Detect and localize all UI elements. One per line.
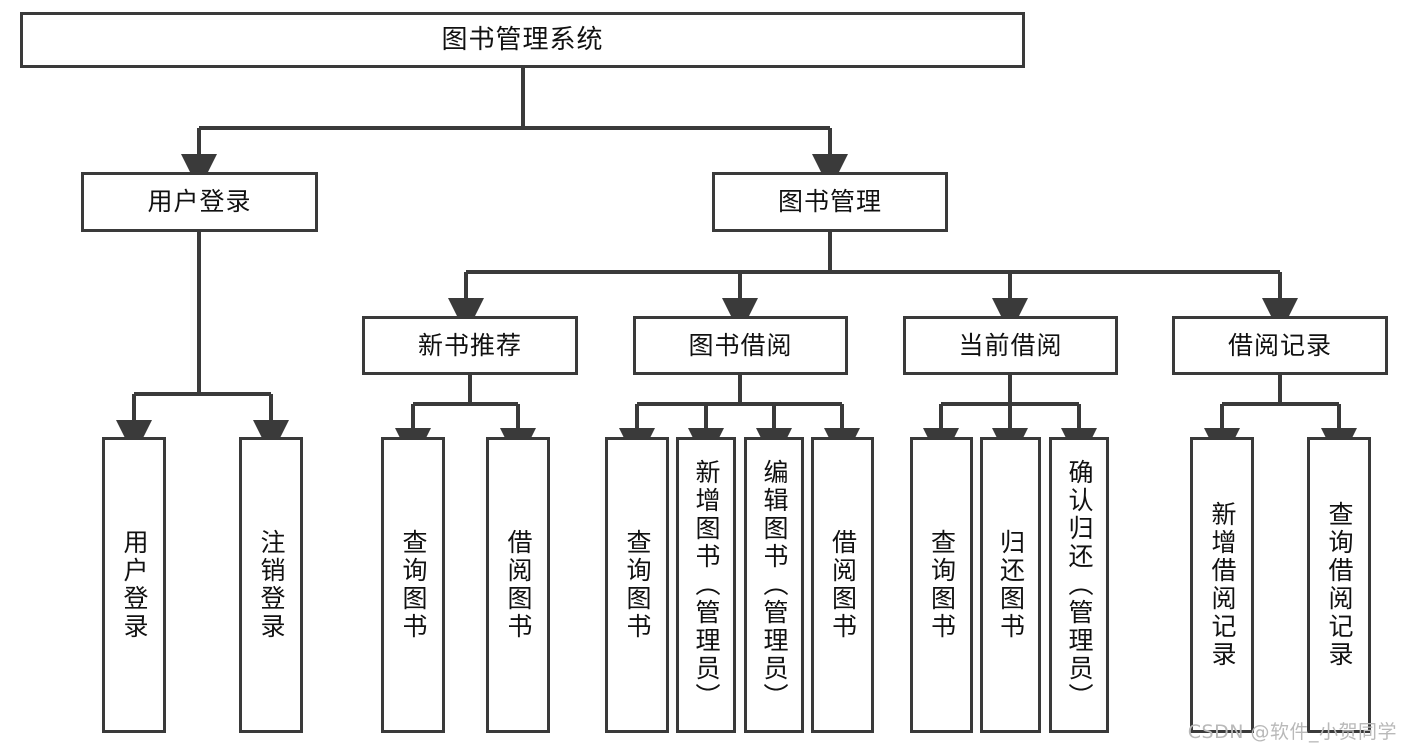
node-label: 新书推荐 bbox=[417, 330, 522, 360]
node-label: 编辑图书（管理员） bbox=[760, 459, 789, 711]
node-label: 借阅图书 bbox=[504, 529, 533, 641]
node-label: 当前借阅 bbox=[958, 330, 1063, 360]
watermark-text: CSDN @软件_小贺同学 bbox=[1187, 721, 1397, 743]
node-current-borrow[interactable]: 当前借阅 bbox=[903, 316, 1118, 375]
node-label: 注销登录 bbox=[257, 529, 286, 641]
node-label: 查询图书 bbox=[623, 529, 652, 641]
node-label: 图书借阅 bbox=[688, 330, 793, 360]
node-label: 查询图书 bbox=[399, 529, 428, 641]
leaf-borrow-add-book[interactable]: 新增图书（管理员） bbox=[676, 437, 736, 733]
leaf-borrow-query-book[interactable]: 查询图书 bbox=[605, 437, 669, 733]
leaf-new-book-borrow[interactable]: 借阅图书 bbox=[486, 437, 550, 733]
node-book-management[interactable]: 图书管理 bbox=[712, 172, 948, 232]
node-label: 新增图书（管理员） bbox=[692, 459, 721, 711]
leaf-current-confirm-return[interactable]: 确认归还（管理员） bbox=[1049, 437, 1109, 733]
node-root-system[interactable]: 图书管理系统 bbox=[20, 12, 1025, 68]
node-label: 新增借阅记录 bbox=[1208, 501, 1237, 669]
node-label: 借阅图书 bbox=[828, 529, 858, 641]
leaf-current-return-book[interactable]: 归还图书 bbox=[980, 437, 1041, 733]
leaf-record-query[interactable]: 查询借阅记录 bbox=[1307, 437, 1371, 733]
node-label: 归还图书 bbox=[996, 529, 1026, 641]
node-label: 图书管理 bbox=[777, 187, 882, 217]
leaf-borrow-edit-book[interactable]: 编辑图书（管理员） bbox=[744, 437, 804, 733]
node-borrow-record[interactable]: 借阅记录 bbox=[1172, 316, 1388, 375]
node-user-login[interactable]: 用户登录 bbox=[81, 172, 318, 232]
node-label: 用户登录 bbox=[120, 529, 149, 641]
node-new-book-recommend[interactable]: 新书推荐 bbox=[362, 316, 578, 375]
node-label: 借阅记录 bbox=[1227, 330, 1332, 360]
node-label: 查询借阅记录 bbox=[1325, 501, 1354, 669]
node-book-borrow[interactable]: 图书借阅 bbox=[633, 316, 848, 375]
node-label: 确认归还（管理员） bbox=[1065, 459, 1094, 711]
node-label: 用户登录 bbox=[147, 187, 252, 217]
leaf-user-login-logout[interactable]: 注销登录 bbox=[239, 437, 303, 733]
leaf-new-book-query[interactable]: 查询图书 bbox=[381, 437, 445, 733]
node-label: 查询图书 bbox=[927, 529, 957, 641]
leaf-current-query-book[interactable]: 查询图书 bbox=[910, 437, 973, 733]
leaf-borrow-borrow-book[interactable]: 借阅图书 bbox=[811, 437, 874, 733]
leaf-user-login-login[interactable]: 用户登录 bbox=[102, 437, 166, 733]
leaf-record-add[interactable]: 新增借阅记录 bbox=[1190, 437, 1254, 733]
node-label: 图书管理系统 bbox=[441, 24, 604, 55]
